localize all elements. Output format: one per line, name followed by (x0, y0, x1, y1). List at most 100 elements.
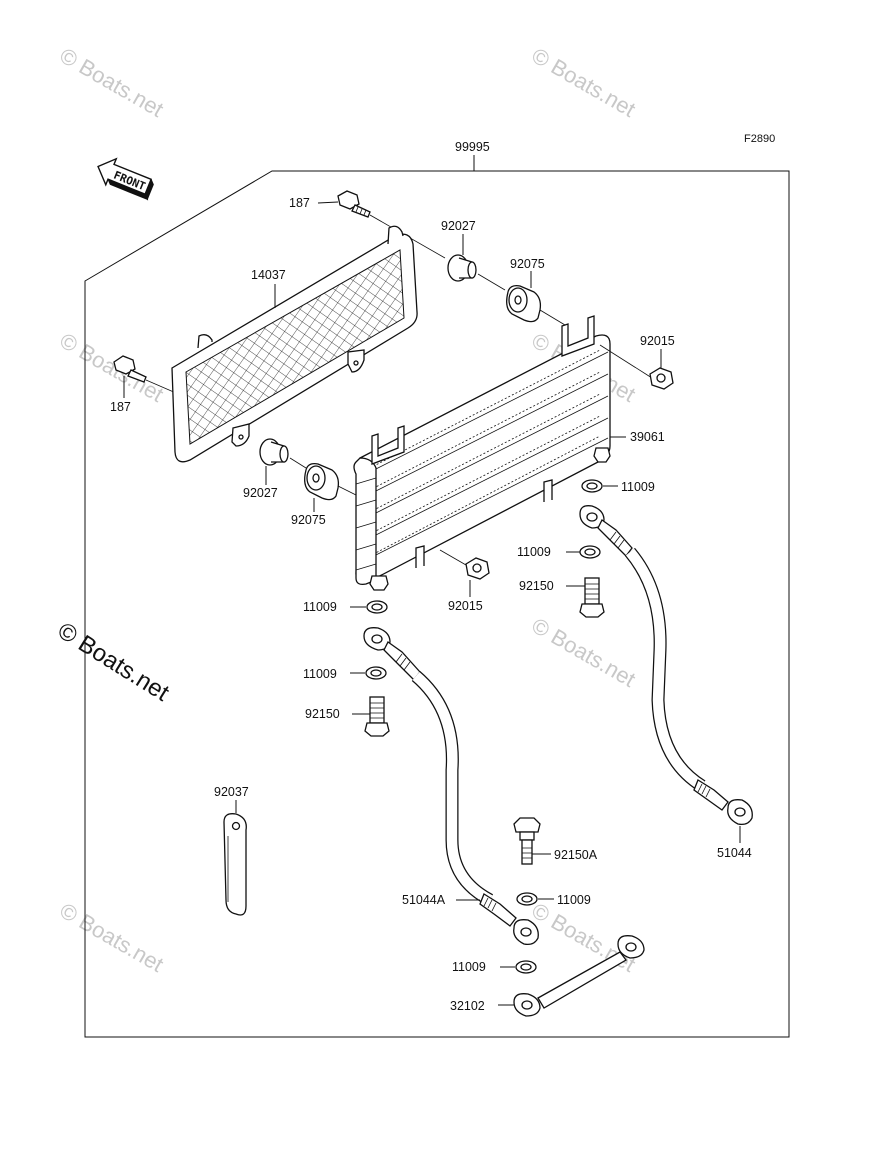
hose-left-banjo-bottom-hole (520, 927, 532, 937)
washer-2-inner (584, 548, 596, 556)
leader-bolt-top (317, 201, 339, 204)
cooler-bracket-top-left (371, 425, 405, 465)
screen-hole-1 (238, 434, 244, 440)
pipe-banjo-left-hole (521, 1000, 533, 1010)
hose-right-fitting-bottom (693, 779, 729, 811)
label-washer-5: 11009 (557, 893, 591, 907)
banjo-bolt-right (579, 577, 605, 618)
watermark-dark: © Boats.net (53, 617, 174, 707)
cooler-fin-3 (357, 395, 609, 523)
axis-bolt-left (145, 379, 177, 394)
hose-left-line-fill (412, 672, 493, 905)
watermark-3: © Boats.net (56, 328, 168, 407)
banjo-bolt-left-shank (369, 696, 385, 724)
clamp (223, 813, 247, 916)
bolt-top-head (337, 190, 360, 210)
banjo-bolt-left-thread (370, 702, 384, 719)
cooler-fitting-left (369, 575, 389, 591)
label-washer-3: 11009 (303, 600, 337, 614)
washer-6-inner (520, 963, 532, 971)
washer-5-inner (521, 895, 533, 903)
front-arrow: FRONT (97, 157, 154, 201)
label-pipe: 32102 (450, 999, 485, 1013)
axis-cooler-right (599, 344, 653, 379)
figure-code: F2890 (744, 133, 775, 145)
clamp-body (223, 813, 247, 916)
watermark-5: © Boats.net (528, 613, 640, 692)
label-bolt-left: 187 (110, 400, 131, 414)
banjo-bolt-left-head (364, 722, 390, 737)
banjo-bolt-a-head (513, 817, 541, 833)
grommet-bottom (304, 462, 340, 501)
axis-grommet-bottom (337, 485, 357, 496)
washer-3-inner (371, 603, 383, 611)
pipe-tube (537, 951, 627, 1009)
label-washer-6: 11009 (452, 960, 486, 974)
label-cooler: 39061 (630, 430, 665, 444)
banjo-bolt-a (513, 817, 541, 865)
banjo-bolt-right-head (579, 603, 605, 618)
label-washer-2: 11009 (517, 545, 551, 559)
collar-top (447, 254, 477, 282)
pipe-banjo-right-hole (625, 942, 637, 952)
hose-right (579, 505, 753, 826)
label-grommet-top: 92075 (510, 257, 545, 271)
pipe (513, 935, 645, 1017)
screen (171, 225, 418, 463)
cooler-fin-1 (357, 351, 609, 479)
screen-tab-top-left (197, 334, 213, 349)
banjo-bolt-a-shank (521, 839, 533, 865)
clamp-hole (231, 821, 241, 831)
axis-nut-bottom (439, 549, 467, 566)
label-banjo-bolt-a: 92150A (554, 848, 598, 862)
cooler-bracket-bottom (415, 479, 553, 568)
collar-top-end (467, 261, 477, 279)
hose-right-fitting-bottom-ribs (697, 783, 711, 798)
hose-right-banjo-top-hole (586, 512, 598, 522)
banjo-bolt-right-shank (584, 577, 600, 605)
label-hose-right: 51044 (717, 846, 752, 860)
grommet-bottom-hole (312, 473, 320, 483)
hose-right-line-fill (625, 548, 705, 791)
label-banjo-bolt-right: 92150 (519, 579, 554, 593)
banjo-bolt-right-thread (585, 583, 599, 600)
hose-right-banjo-bottom-hole (734, 807, 746, 817)
screen-mesh (185, 249, 405, 445)
watermark-1: © Boats.net (56, 43, 168, 122)
label-assembly: 99995 (455, 140, 490, 154)
banjo-bolt-a-thread (522, 847, 532, 859)
label-collar-top: 92027 (441, 219, 476, 233)
label-banjo-bolt-left: 92150 (305, 707, 340, 721)
hose-left-fitting-bottom (479, 893, 517, 927)
label-collar-bottom: 92027 (243, 486, 278, 500)
cooler-fin-2 (357, 373, 609, 501)
assembly-outline (84, 170, 790, 1038)
label-nut-bottom: 92015 (448, 599, 483, 613)
cooler-bracket-top-right (561, 315, 595, 357)
banjo-bolt-a-collar (519, 831, 535, 841)
washer-4-inner (370, 669, 382, 677)
washer-4 (365, 666, 387, 680)
axis-cooler-top (539, 309, 566, 326)
washer-1-inner (586, 482, 598, 490)
cooler-fin-5 (357, 437, 609, 565)
nut-right (649, 367, 674, 390)
washer-6 (515, 960, 537, 974)
label-screen: 14037 (251, 268, 286, 282)
cooler-left-end (353, 457, 377, 586)
label-washer-4: 11009 (303, 667, 337, 681)
nut-bottom (465, 557, 490, 580)
washer-1 (581, 479, 603, 493)
bolt-top-thread (355, 206, 367, 216)
label-nut-right: 92015 (640, 334, 675, 348)
washer-5 (516, 892, 538, 906)
hose-right-fitting-top (597, 519, 633, 557)
cooler-back-face (355, 334, 611, 583)
bolt-left-shank (127, 369, 147, 383)
bolt-left-head (113, 355, 136, 375)
oil-cooler (353, 315, 611, 591)
front-arrow-shadow (107, 178, 154, 201)
axis-collar-top (477, 273, 506, 291)
label-clamp: 92037 (214, 785, 249, 799)
